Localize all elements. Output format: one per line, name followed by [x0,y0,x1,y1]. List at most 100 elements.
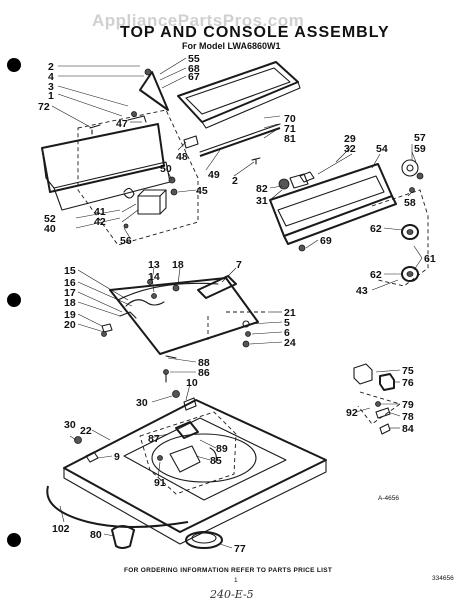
hinge-bracket [139,71,169,111]
callout-87: 87 [148,433,160,445]
callout-7: 7 [236,259,242,271]
callout-4: 4 [48,71,54,83]
hinge-rod [199,127,281,157]
callout-59: 59 [414,143,426,155]
callout-10: 10 [186,377,198,389]
callout-1: 1 [48,90,54,102]
callout-30-lower: 30 [64,419,76,431]
callout-85: 85 [210,455,222,467]
callout-3: 3 [48,81,54,93]
foot-pad [111,525,135,549]
tub-opening [151,433,257,483]
callout-6: 6 [284,327,290,339]
callout-2: 2 [48,61,54,73]
callout-82: 82 [256,183,268,195]
tub-ring-cover [185,531,223,549]
callout-labels: 2 4 3 1 72 47 55 68 67 48 70 71 81 49 2 … [38,53,436,555]
callout-76: 76 [402,377,414,389]
callout-89: 89 [216,443,228,455]
callout-43: 43 [356,285,368,297]
control-knob-upper [401,224,419,240]
wire-connector [123,187,135,199]
callout-72: 72 [38,101,50,113]
callout-67: 67 [188,71,200,83]
callout-47: 47 [116,118,128,130]
callout-58: 58 [404,197,416,209]
top-lid-assembly-group [101,275,268,383]
callout-13: 13 [148,259,160,271]
console-back-panel [41,123,165,193]
callout-81: 81 [284,133,296,145]
page-number: 1 [234,577,238,584]
callout-49: 49 [208,169,220,181]
cabinet-top-group [46,390,327,549]
callout-32: 32 [344,143,356,155]
callout-88: 88 [198,357,210,369]
console-back-panel-group [41,68,199,246]
callout-42: 42 [94,216,106,228]
switch-block [353,363,373,385]
callout-41: 41 [94,206,106,218]
callout-18-top: 18 [172,259,184,271]
callout-79: 79 [402,399,414,411]
callout-30-upper: 30 [136,397,148,409]
bumper-ring [46,485,189,528]
binder-hole-top [7,58,21,72]
callout-22: 22 [80,425,92,437]
diagram-code: A-4656 [378,495,399,502]
callout-15: 15 [64,265,76,277]
lid-handle [197,275,237,299]
binder-hole-middle [7,293,21,307]
callout-61: 61 [424,253,436,265]
callout-45: 45 [196,185,208,197]
callout-52: 52 [44,213,56,225]
binder-hole-bottom [7,533,21,547]
callout-16: 16 [64,277,76,289]
callout-56: 56 [120,235,132,247]
callout-55: 55 [188,53,200,65]
console-lid-group [168,61,301,196]
lid-switch [183,135,199,149]
cabinet-top-panel [63,399,327,533]
callout-9: 9 [114,451,120,463]
callout-68: 68 [188,63,200,75]
document-number: 334656 [432,575,454,582]
callout-54: 54 [376,143,388,155]
callout-91: 91 [154,477,166,489]
callout-14: 14 [148,271,160,283]
callout-40: 40 [44,223,56,235]
callout-24: 24 [284,337,296,349]
callout-31: 31 [256,195,268,207]
switch-cover [379,373,395,391]
callout-18: 18 [64,297,76,309]
callout-62-lower: 62 [370,269,382,281]
callout-5: 5 [284,317,290,329]
bezel-washer [401,159,419,177]
callout-71: 71 [284,123,296,135]
callout-86: 86 [198,367,210,379]
callout-48: 48 [176,151,188,163]
callout-50: 50 [160,163,172,175]
control-panel-trim [283,195,397,245]
callout-92: 92 [346,407,358,419]
callout-29: 29 [344,133,356,145]
leader-lines [51,57,423,549]
callout-21: 21 [284,307,296,319]
callout-57: 57 [414,132,426,144]
callout-70: 70 [284,113,296,125]
diagram-title: TOP AND CONSOLE ASSEMBLY [120,24,390,41]
callout-84: 84 [402,423,414,435]
top-lid-panel [109,277,259,355]
callout-17: 17 [64,287,76,299]
rotary-switch [278,178,290,190]
callout-75: 75 [402,365,414,377]
callout-78: 78 [402,411,414,423]
timer-motor [137,195,161,215]
callout-20: 20 [64,319,76,331]
control-panel-group [269,159,429,287]
callout-80: 80 [90,529,102,541]
callout-102: 102 [52,523,70,535]
watermark-text: AppliancePartsPros.com [92,11,304,30]
handwritten-note: 240-E-5 [209,588,254,600]
